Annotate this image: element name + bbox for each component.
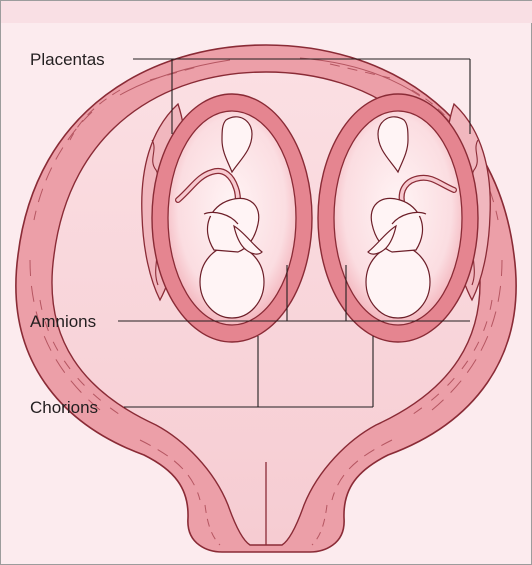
chorions-label: Chorions: [30, 398, 98, 417]
placentas-label: Placentas: [30, 50, 105, 69]
sac-left: [152, 94, 312, 342]
sac-right: [318, 94, 478, 342]
amnions-label: Amnions: [30, 312, 96, 331]
